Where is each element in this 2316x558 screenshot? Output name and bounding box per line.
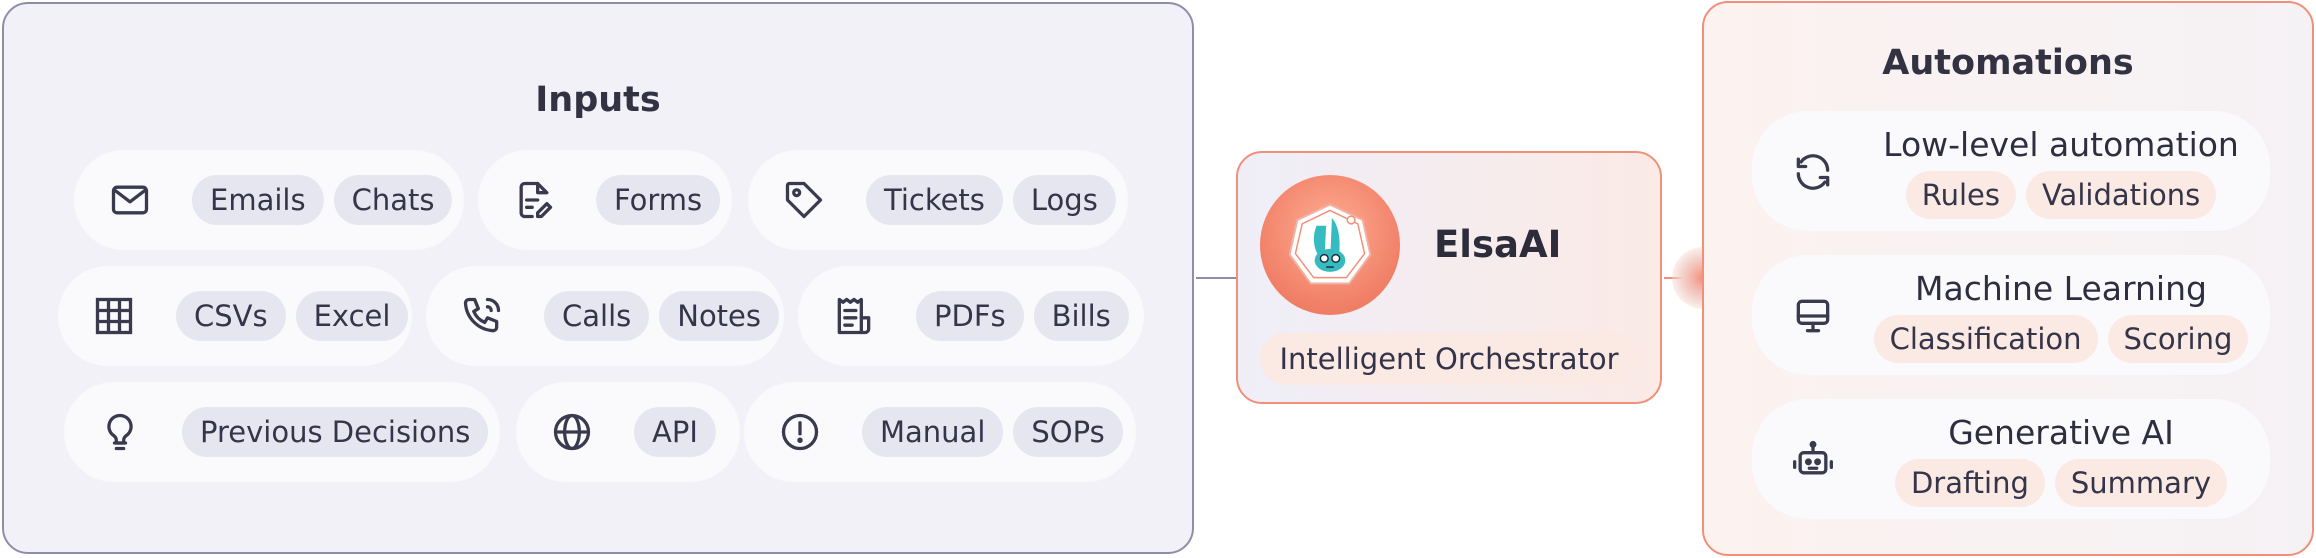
lightbulb-icon — [96, 408, 144, 456]
input-group-pdfs-bills: PDFs Bills — [798, 266, 1144, 366]
input-group-manual-sops: Manual SOPs — [744, 382, 1136, 482]
inputs-title: Inputs — [535, 80, 661, 120]
input-chip: Tickets — [866, 175, 1003, 225]
input-group-forms: Forms — [478, 150, 732, 250]
input-group-tickets-logs: Tickets Logs — [748, 150, 1128, 250]
inputs-panel: Inputs Emails Chats Forms Tickets Logs C… — [2, 2, 1194, 554]
elsa-logo-icon — [1260, 175, 1400, 315]
automation-generative-ai: Generative AI Drafting Summary — [1752, 399, 2270, 519]
robot-icon — [1790, 437, 1836, 483]
input-chip: Manual — [862, 407, 1004, 457]
input-chip: Forms — [596, 175, 721, 225]
automation-chip: Summary — [2054, 459, 2228, 507]
input-chip: Logs — [1012, 175, 1116, 225]
automation-chip: Validations — [2025, 171, 2217, 219]
phone-icon — [458, 292, 506, 340]
automation-chip: Classification — [1873, 315, 2098, 363]
automation-title: Generative AI — [1948, 413, 2174, 452]
refresh-icon — [1790, 149, 1836, 195]
form-edit-icon — [510, 176, 558, 224]
input-chip: PDFs — [916, 291, 1024, 341]
mail-icon — [106, 176, 154, 224]
input-group-calls-notes: Calls Notes — [426, 266, 784, 366]
alert-circle-icon — [776, 408, 824, 456]
input-group-csvs-excel: CSVs Excel — [58, 266, 412, 366]
table-grid-icon — [90, 292, 138, 340]
input-chip: Bills — [1033, 291, 1129, 341]
input-chip: Chats — [333, 175, 453, 225]
automation-machine-learning: Machine Learning Classification Scoring — [1752, 255, 2270, 375]
receipt-icon — [830, 292, 878, 340]
input-chip: Excel — [295, 291, 409, 341]
automation-chip: Rules — [1905, 171, 2016, 219]
input-group-emails-chats: Emails Chats — [74, 150, 464, 250]
automations-title: Automations — [1882, 43, 2134, 83]
input-group-previous-decisions: Previous Decisions — [64, 382, 500, 482]
automation-title: Machine Learning — [1915, 269, 2207, 308]
automation-chip: Drafting — [1894, 459, 2045, 507]
orchestrator-title: ElsaAI — [1434, 223, 1562, 266]
orchestrator-card: ElsaAI Intelligent Orchestrator — [1236, 151, 1662, 404]
input-chip: Notes — [659, 291, 780, 341]
connector-inputs-to-center — [1196, 277, 1238, 279]
tag-icon — [780, 176, 828, 224]
input-chip: Calls — [544, 291, 650, 341]
globe-icon — [548, 408, 596, 456]
input-chip: Previous Decisions — [182, 407, 489, 457]
automation-chip: Scoring — [2107, 315, 2249, 363]
input-chip: SOPs — [1013, 407, 1123, 457]
orchestrator-subtitle: Intelligent Orchestrator — [1260, 333, 1638, 385]
input-chip: CSVs — [176, 291, 286, 341]
input-group-api: API — [516, 382, 740, 482]
automations-panel: Automations Low-level automation Rules V… — [1702, 1, 2314, 556]
input-chip: API — [634, 407, 716, 457]
automation-title: Low-level automation — [1883, 125, 2239, 164]
automation-low-level: Low-level automation Rules Validations — [1752, 111, 2270, 231]
monitor-icon — [1790, 293, 1836, 339]
input-chip: Emails — [192, 175, 324, 225]
